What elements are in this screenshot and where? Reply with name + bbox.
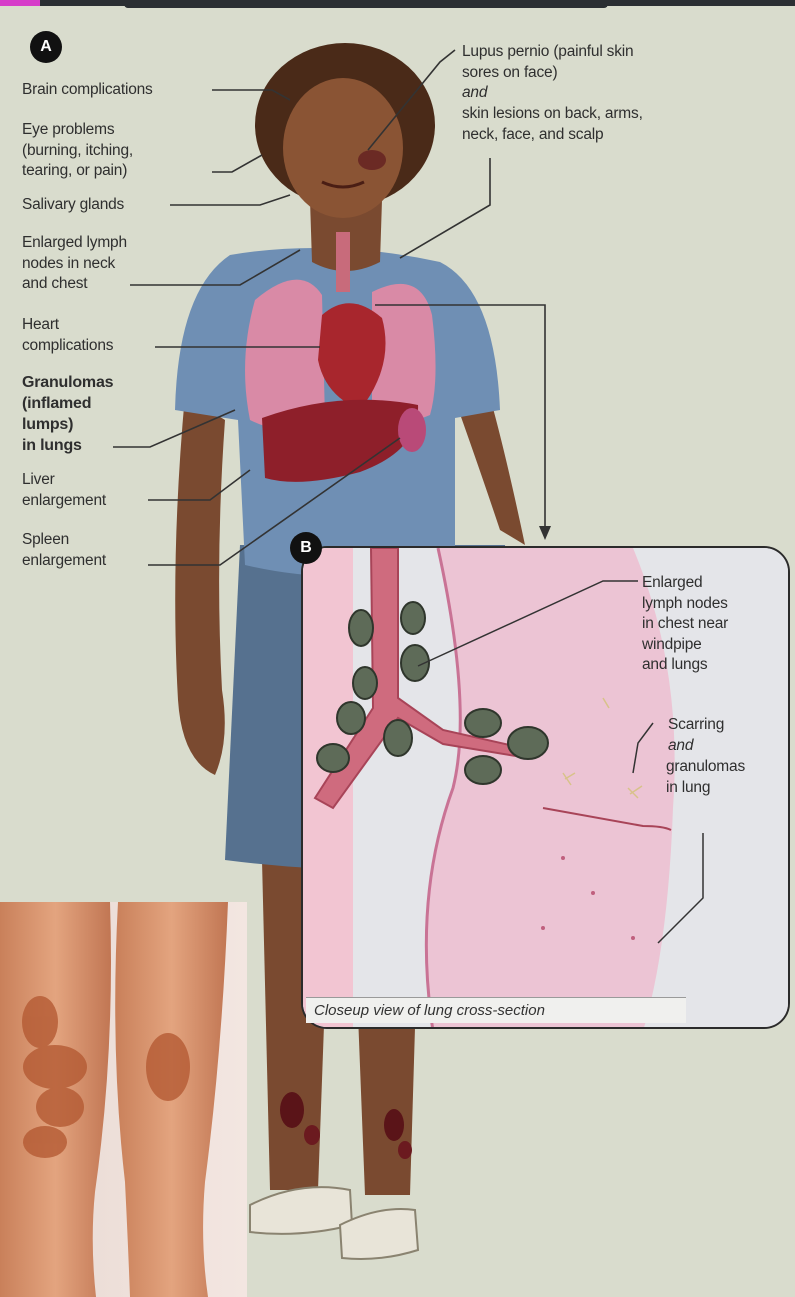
arrow-head — [539, 526, 551, 540]
label-granulomas: Granulomas (inflamed lumps) in lungs — [22, 372, 113, 456]
trachea — [336, 232, 350, 292]
label-enlarged-lymph-chest: Enlarged lymph nodes in chest near windp… — [642, 573, 728, 676]
leg-lesion — [384, 1109, 404, 1141]
label-lymph-neck: Enlarged lymph nodes in neck and chest — [22, 233, 127, 295]
label-spleen: Spleen enlargement — [22, 530, 106, 571]
leg-lesion — [398, 1141, 412, 1159]
label-granulomas-in-lung: granulomas in lung — [666, 757, 745, 798]
left-arm — [175, 395, 225, 775]
label-scarring-and: and — [668, 736, 693, 757]
label-scarring: Scarring — [668, 715, 724, 736]
label-liver: Liver enlargement — [22, 470, 106, 511]
spleen — [398, 408, 426, 452]
label-skin-lesions: skin lesions on back, arms, neck, face, … — [462, 104, 643, 145]
label-lupus: Lupus pernio (painful skin sores on face… — [462, 42, 633, 83]
leg-lesion — [304, 1125, 320, 1145]
face — [283, 78, 403, 218]
label-lupus-and: and — [462, 83, 487, 104]
legs-lesion-photo — [0, 902, 247, 1297]
label-brain: Brain complications — [22, 80, 153, 101]
label-eye: Eye problems (burning, itching, tearing,… — [22, 120, 133, 182]
panel-b-marker: B — [290, 532, 322, 564]
left-sandal — [250, 1187, 352, 1234]
leg-lesion — [280, 1092, 304, 1128]
label-heart: Heart complications — [22, 315, 113, 356]
face-lesion — [358, 150, 386, 170]
panel-a-marker: A — [30, 31, 62, 63]
label-salivary: Salivary glands — [22, 195, 124, 216]
inset-caption: Closeup view of lung cross-section — [306, 997, 686, 1023]
